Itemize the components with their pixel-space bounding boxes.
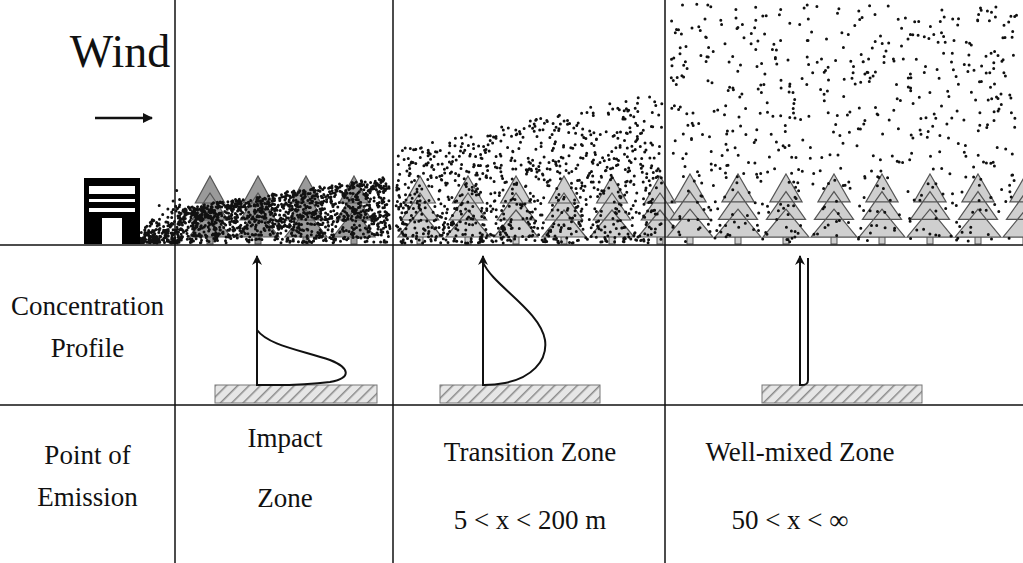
table-cell-text: Impact Zone (225, 408, 345, 528)
concentration-curve (257, 258, 808, 385)
building-icon (84, 178, 140, 244)
table-cell-text: 5 < x < 200 m (400, 500, 660, 540)
tree-icon (1003, 174, 1023, 244)
tree-icon (763, 174, 809, 244)
tree-icon (667, 174, 713, 244)
height-axis (257, 256, 800, 386)
table-cell-text: Well-mixed Zone (670, 432, 930, 472)
table-cell-text: 50 < x < ∞ (660, 500, 920, 540)
particle-dots (140, 4, 1016, 243)
tree-icon (859, 174, 905, 244)
table-cell-text: Concentration Profile (0, 285, 175, 369)
ground-hatching (215, 385, 922, 403)
wind-arrow (95, 117, 152, 120)
wind-label: Wind (40, 24, 200, 80)
tree-icon (715, 174, 761, 244)
table-cell-text: Point of Emission (0, 434, 175, 518)
table-cell-text: Transition Zone (400, 432, 660, 472)
